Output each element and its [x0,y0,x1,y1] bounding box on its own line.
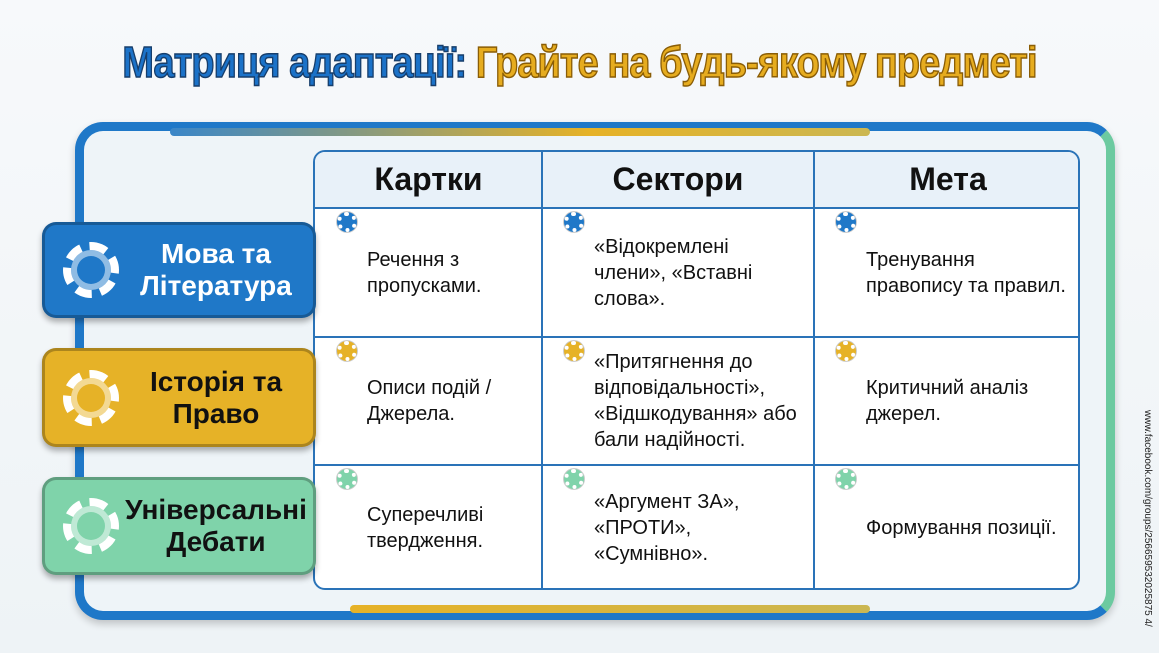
table-cell: Формування позиції. [814,466,1078,588]
row-label-text: Мова та Література [140,238,292,301]
row-label-text: Універсальні Дебати [125,494,307,557]
table-cell: «Притягнення до відповідальності», «Відш… [542,338,814,464]
chip-icon [63,369,119,426]
column-header: Мета [814,152,1078,209]
chip-icon [836,469,856,489]
table-cell: Тренування правопису та правил. [814,209,1078,336]
row-label: Мова та Література [42,222,316,318]
chip-icon [564,469,584,489]
chip-icon [63,498,119,554]
page-title: Матриця адаптації: Грайте на будь-якому … [122,37,1038,88]
chip-icon [337,341,357,361]
row-label-text: Історія та Право [149,365,283,429]
column-header: Сектори [542,152,814,209]
table-cell: Речення з пропусками. [315,209,542,336]
chip-icon [836,341,856,361]
decorative-bar [350,605,870,613]
chip-icon [337,469,357,489]
table-cell: «Аргумент ЗА», «ПРОТИ», «Сумнівно». [542,466,814,588]
chip-icon [836,212,856,232]
chip-icon [564,212,584,232]
watermark: www.facebook.com/groups/256659532025875 … [1142,410,1153,627]
table-cell: Суперечливі твердження. [315,466,542,588]
table-cell: Критичний аналіз джерел. [814,338,1078,464]
table-cell: «Відокремлені члени», «Вставні слова». [542,209,814,336]
chip-icon [337,212,357,232]
row-label: Історія та Право [42,348,316,447]
chip-icon [63,242,119,298]
decorative-bar [170,128,870,136]
table-cell: Описи подій / Джерела. [315,338,542,464]
row-label: Універсальні Дебати [42,477,316,575]
column-header: Картки [315,152,542,209]
chip-icon [564,341,584,361]
adaptation-matrix: Картки Сектори Мета Речення з пропусками… [313,150,1080,590]
